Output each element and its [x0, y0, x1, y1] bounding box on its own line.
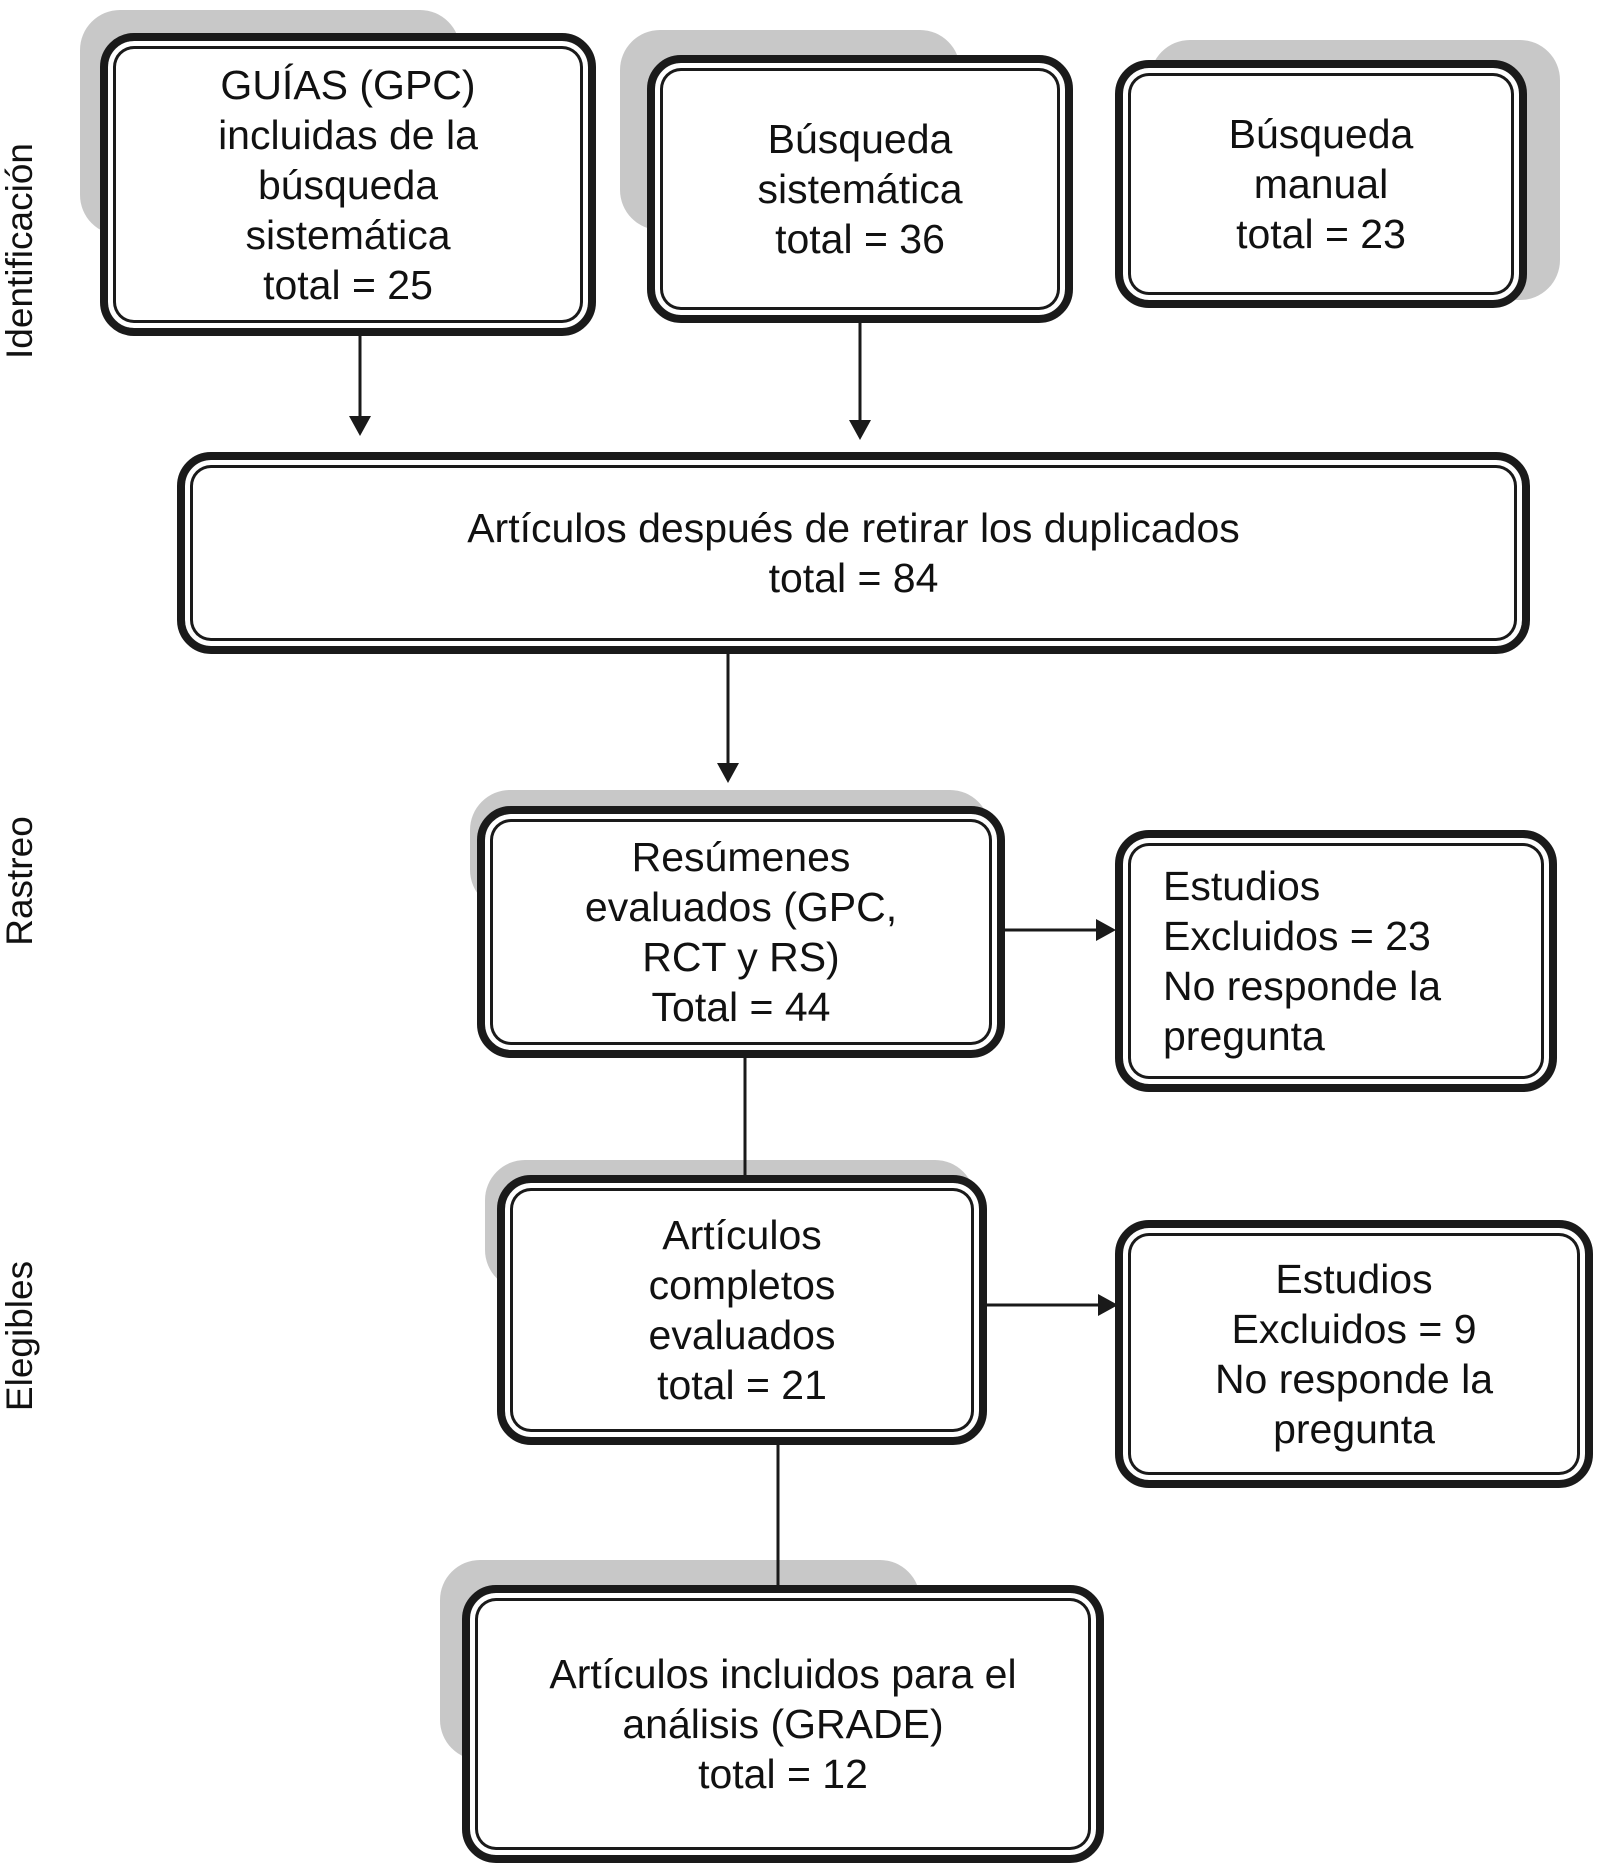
box-line: manual — [1253, 161, 1389, 207]
arrow-guias-to-duplicados — [349, 336, 371, 436]
box-line: pregunta — [1273, 1406, 1435, 1452]
box-busqueda-sistematica: Búsqueda sistemática total = 36 — [647, 55, 1073, 323]
arrow-resumenes-to-excluidos — [1005, 919, 1116, 941]
box-excluidos-elegibles: Estudios Excluidos = 9 No responde la pr… — [1115, 1220, 1593, 1488]
stage-label-elegibles: Elegibles — [0, 1260, 40, 1412]
box-line: total = 25 — [263, 261, 433, 308]
box-line: Búsqueda — [1228, 111, 1414, 157]
box-guias-gpc: GUÍAS (GPC) incluidas de la búsqueda sis… — [100, 33, 596, 336]
box-line: búsqueda — [257, 161, 439, 208]
box-line: Estudios — [1163, 863, 1321, 909]
box-line: evaluados (GPC, — [584, 884, 898, 930]
box-line: No responde la — [1163, 963, 1442, 1009]
box-excluidos-rastreo: Estudios Excluidos = 23 No responde la p… — [1115, 830, 1557, 1092]
box-line: GUÍAS (GPC) — [220, 61, 476, 108]
box-line: Artículos incluidos para el — [549, 1651, 1017, 1697]
box-line: sistemática — [757, 166, 963, 212]
box-line: total = 36 — [775, 216, 945, 262]
box-line: No responde la — [1214, 1356, 1494, 1402]
box-duplicados: Artículos después de retirar los duplica… — [177, 452, 1530, 654]
box-line: Excluidos = 23 — [1163, 913, 1431, 959]
box-line: Excluidos = 9 — [1231, 1306, 1477, 1352]
box-line: total = 21 — [657, 1362, 827, 1408]
arrow-busqueda-to-duplicados — [849, 323, 871, 440]
stage-label-rastreo: Rastreo — [0, 816, 40, 946]
box-line: Artículos después de retirar los duplica… — [467, 505, 1240, 551]
box-line: incluidas de la — [218, 111, 478, 158]
box-resumenes: Resúmenes evaluados (GPC, RCT y RS) Tota… — [477, 806, 1005, 1058]
box-line: análisis (GRADE) — [622, 1701, 944, 1747]
box-line: RCT y RS) — [642, 934, 840, 980]
box-line: total = 12 — [698, 1751, 868, 1797]
box-line: Resúmenes — [631, 834, 851, 880]
stage-label-identificacion: Identificación — [0, 143, 40, 359]
box-line: total = 84 — [768, 555, 939, 601]
box-line: completos — [648, 1262, 836, 1308]
box-line: pregunta — [1163, 1013, 1325, 1059]
arrow-completos-to-excluidos — [987, 1294, 1118, 1316]
box-completos: Artículos completos evaluados total = 21 — [497, 1175, 987, 1445]
box-busqueda-manual: Búsqueda manual total = 23 — [1115, 60, 1527, 308]
box-line: total = 23 — [1236, 211, 1406, 257]
box-line: sistemática — [245, 211, 451, 258]
box-line: evaluados — [648, 1312, 836, 1358]
box-line: Búsqueda — [767, 116, 953, 162]
box-line: Estudios — [1275, 1256, 1433, 1302]
box-incluidos: Artículos incluidos para el análisis (GR… — [462, 1585, 1104, 1863]
box-line: Artículos — [662, 1212, 822, 1258]
box-line: Total = 44 — [651, 984, 831, 1030]
arrow-duplicados-to-resumenes — [717, 654, 739, 783]
